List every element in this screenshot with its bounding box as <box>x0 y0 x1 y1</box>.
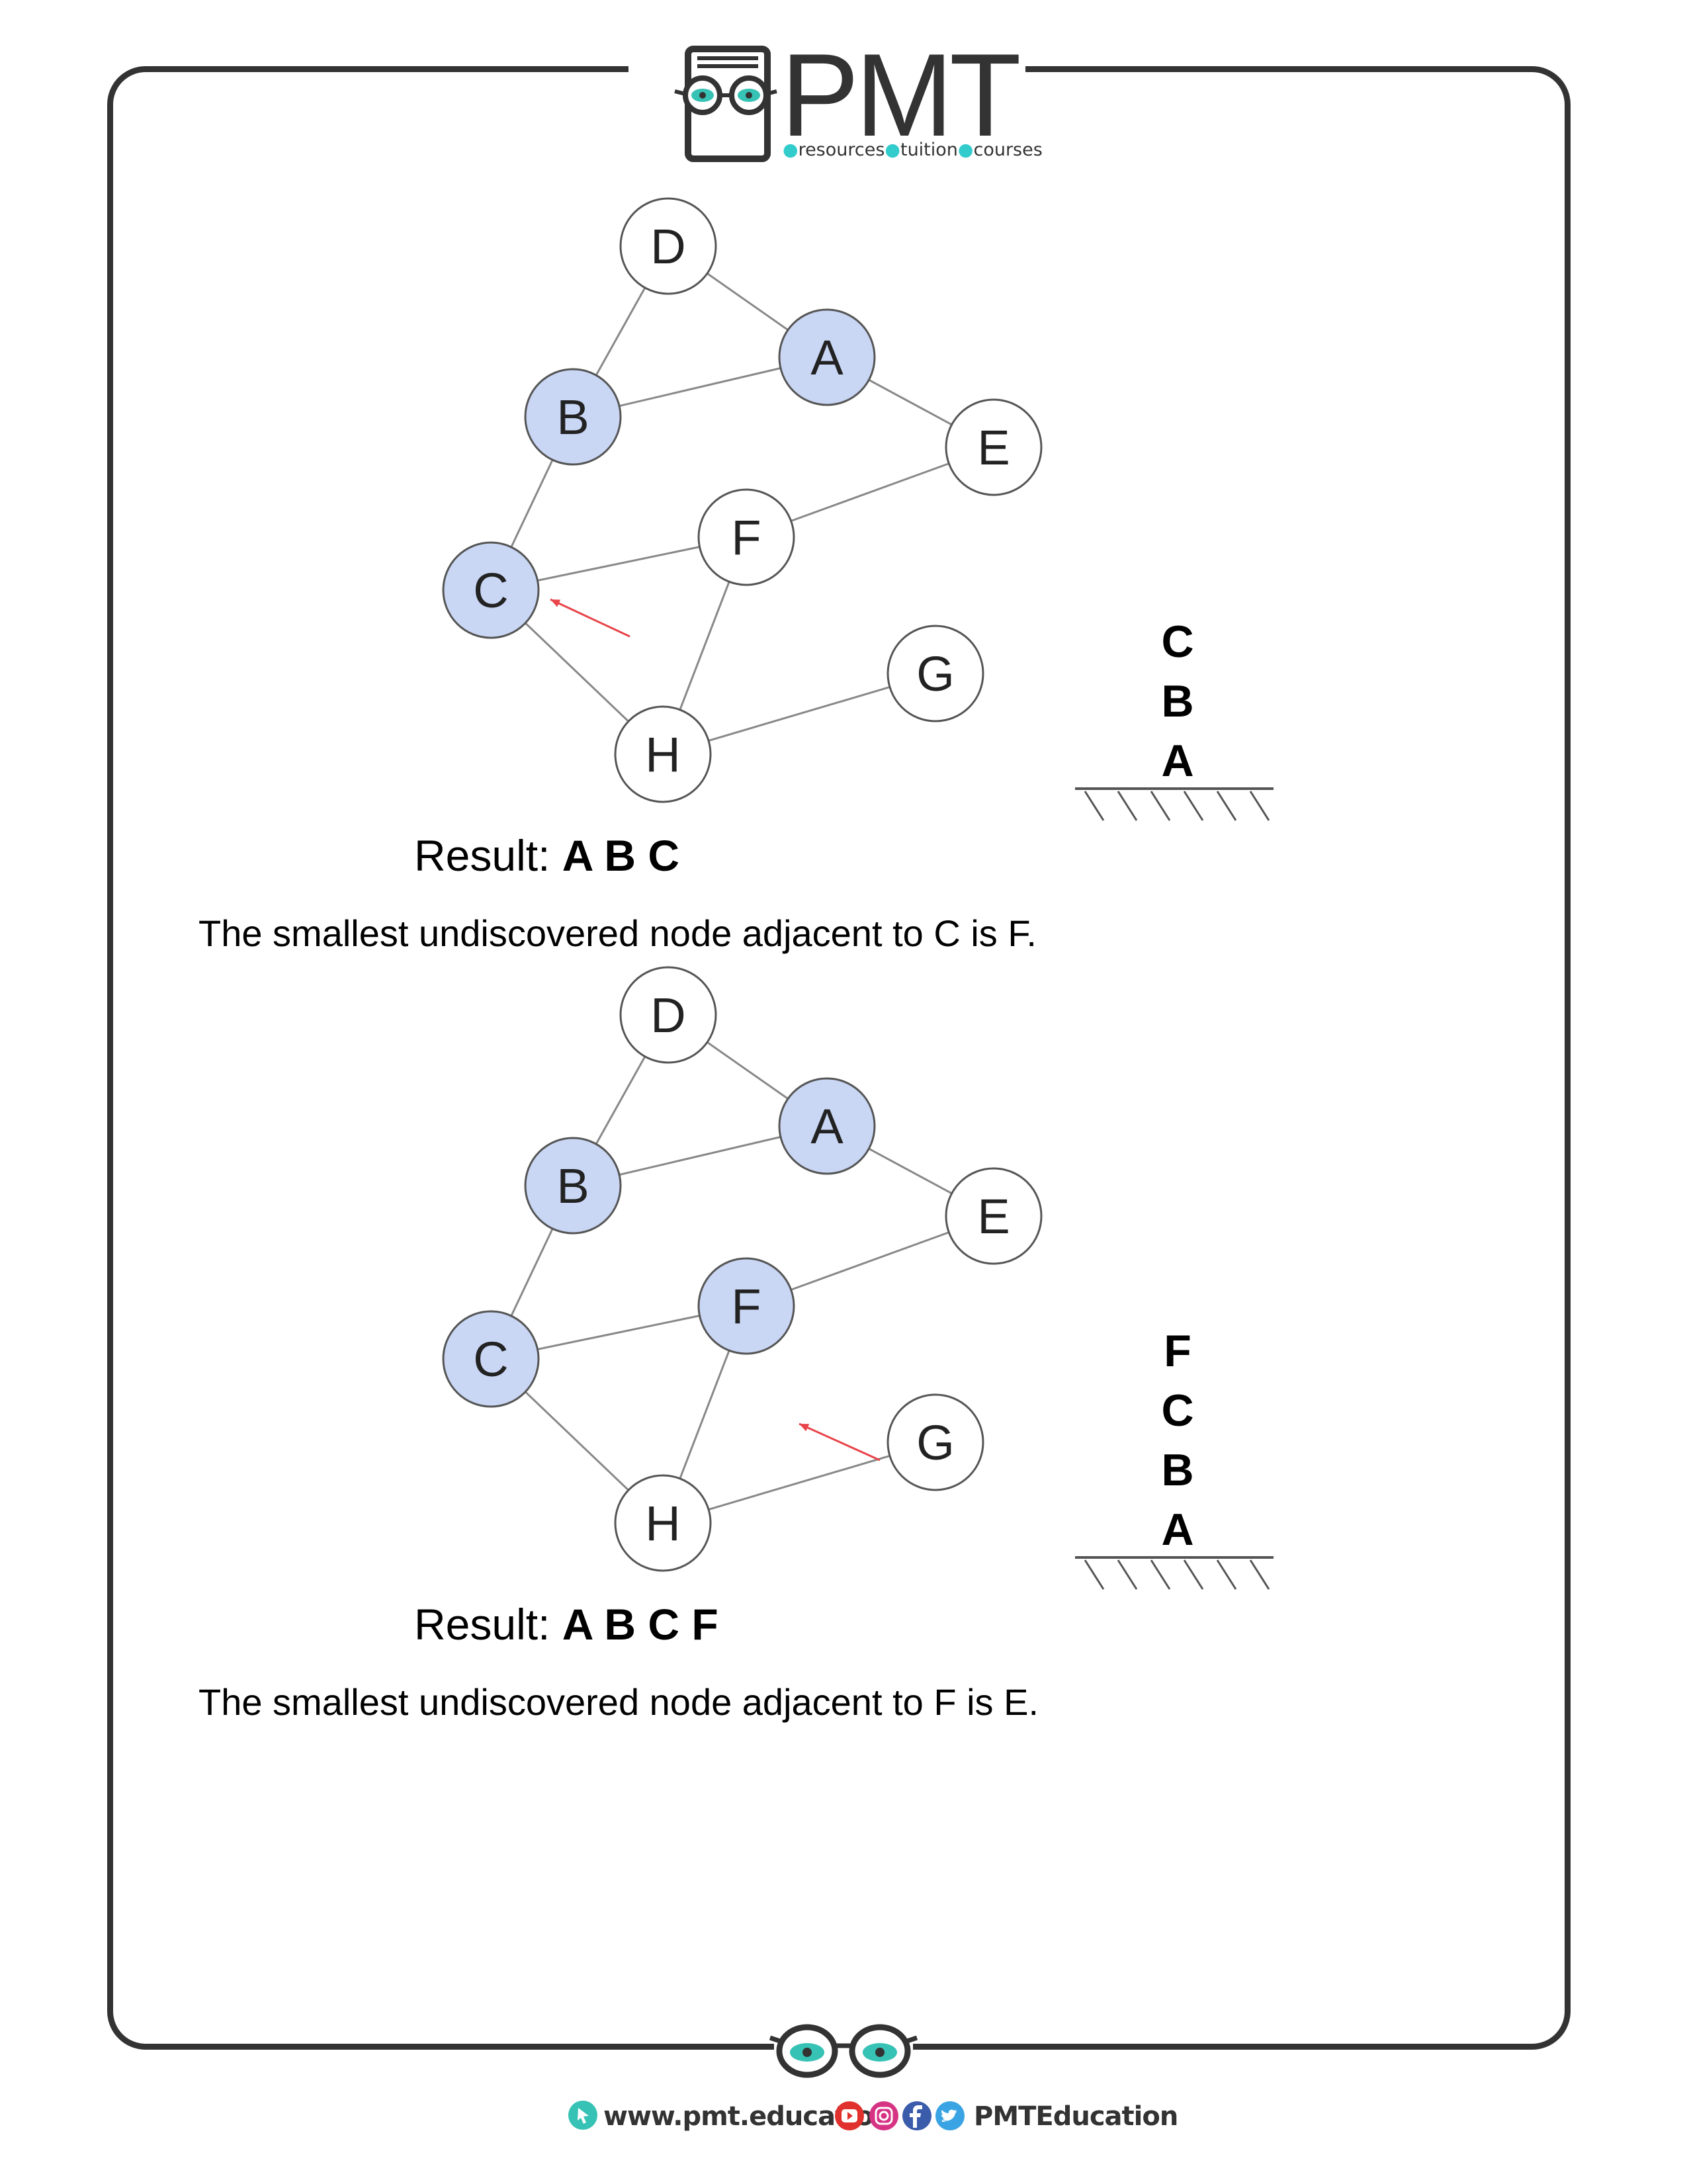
node-C: C <box>442 541 540 639</box>
node-label: H <box>645 1496 680 1551</box>
node-G: G <box>887 625 984 722</box>
stack-item: C <box>1161 617 1194 667</box>
node-label: D <box>650 988 685 1043</box>
node-D: D <box>619 966 717 1064</box>
stack-item: A <box>1161 736 1194 786</box>
node-H: H <box>614 1474 712 1572</box>
step-caption: The smallest undiscovered node adjacent … <box>198 912 1037 954</box>
node-G: G <box>887 1393 984 1491</box>
node-label: A <box>810 1099 844 1154</box>
current-node-arrow <box>550 598 630 638</box>
cursor-icon <box>568 2101 597 2130</box>
stack-item: B <box>1161 676 1194 726</box>
youtube-icon[interactable] <box>835 2101 864 2130</box>
twitter-icon[interactable] <box>935 2101 965 2130</box>
node-label: F <box>731 510 761 565</box>
node-E: E <box>945 398 1043 496</box>
node-H: H <box>614 705 712 803</box>
facebook-icon[interactable] <box>902 2101 931 2130</box>
stack-item: C <box>1161 1385 1194 1436</box>
pmt-logo-icon <box>674 46 777 162</box>
arrow-head <box>550 599 561 607</box>
node-label: D <box>650 219 685 274</box>
stack-item: B <box>1161 1445 1194 1495</box>
node-C: C <box>442 1310 540 1408</box>
current-node-arrow <box>799 1422 881 1462</box>
node-A: A <box>778 1077 876 1175</box>
result-text: Result: A B C <box>414 831 679 880</box>
node-label: H <box>645 727 680 782</box>
node-label: G <box>916 646 955 701</box>
footer: www.pmt.education PMTEducation <box>0 2097 1687 2137</box>
node-B: B <box>524 368 622 466</box>
glasses-icon <box>769 2024 918 2078</box>
result-text: Result: A B C F <box>414 1600 718 1649</box>
node-E: E <box>945 1167 1043 1265</box>
social-icons <box>835 2101 965 2130</box>
node-F: F <box>697 1257 795 1355</box>
stack-item: A <box>1161 1505 1194 1555</box>
graph: D A B E F C G H <box>442 966 1043 1572</box>
node-label: F <box>731 1279 761 1334</box>
node-label: C <box>473 1332 508 1387</box>
node-label: E <box>977 420 1010 475</box>
node-label: E <box>977 1189 1010 1244</box>
node-label: C <box>473 563 508 618</box>
node-label: G <box>916 1415 955 1470</box>
social-handle: PMTEducation <box>974 2101 1178 2132</box>
node-label: B <box>556 390 589 445</box>
node-B: B <box>524 1137 622 1235</box>
instagram-icon[interactable] <box>869 2101 898 2130</box>
step-caption: The smallest undiscovered node adjacent … <box>198 1681 1039 1723</box>
logo-tagline: ●resources●tuition●courses <box>783 140 1043 160</box>
node-A: A <box>778 308 876 406</box>
graph: D A B E F C G H <box>442 197 1043 803</box>
node-label: A <box>810 330 844 385</box>
node-D: D <box>619 197 717 295</box>
logo-wordmark: PMT <box>781 29 1021 161</box>
arrow-head <box>799 1424 810 1432</box>
stack-item: F <box>1164 1326 1191 1376</box>
node-label: B <box>556 1158 589 1213</box>
node-F: F <box>697 488 795 586</box>
